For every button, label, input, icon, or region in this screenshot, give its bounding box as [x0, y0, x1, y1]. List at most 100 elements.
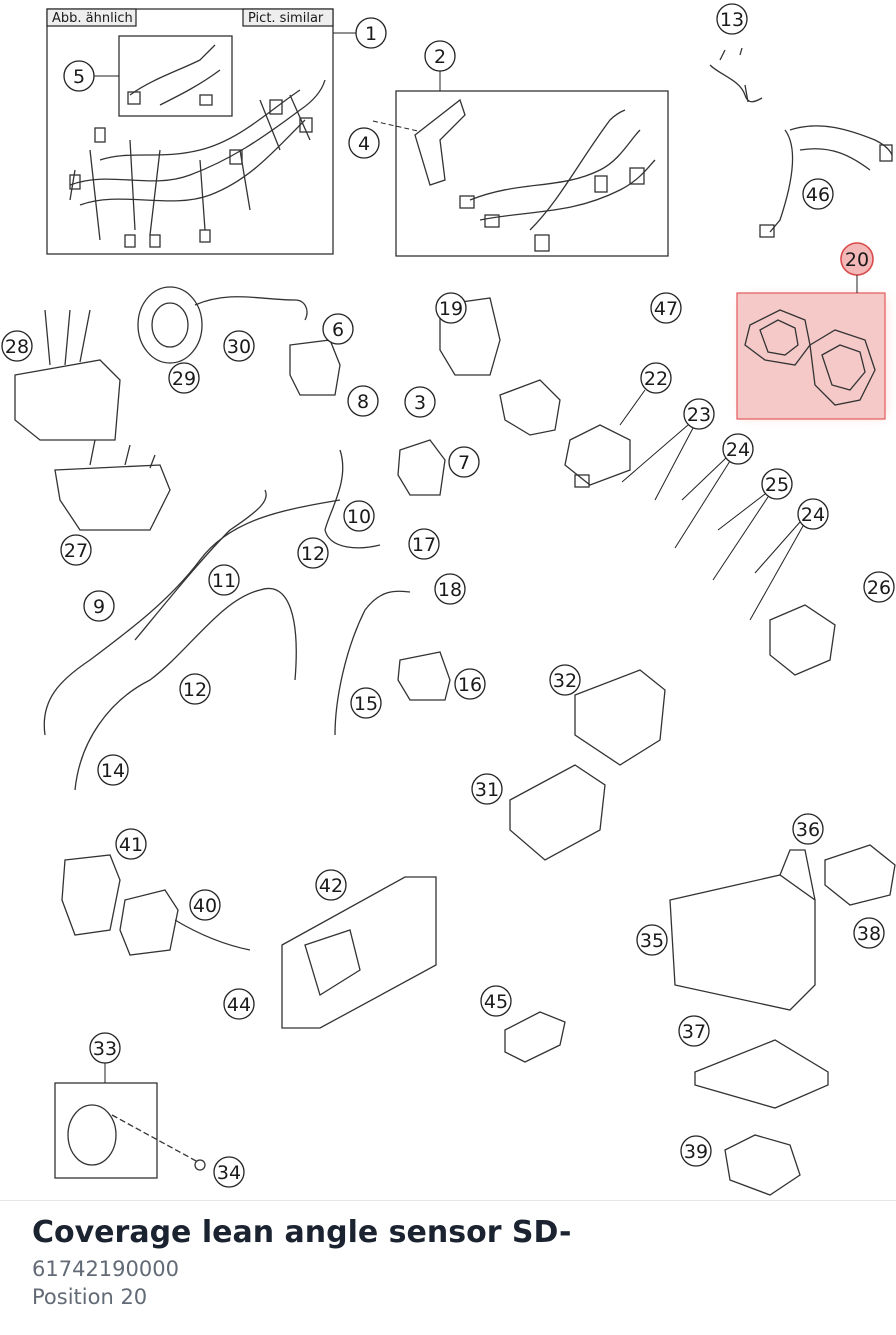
callout-23: 23: [621, 398, 715, 501]
exploded-parts-diagram: Abb. ähnlich Pict. similar: [1, 3, 896, 1196]
svg-text:2: 2: [434, 46, 446, 68]
svg-text:32: 32: [553, 670, 577, 692]
part-20-covers: [744, 309, 876, 406]
callout-30: 30: [223, 330, 255, 362]
callout-33: 33: [89, 1032, 121, 1083]
svg-text:18: 18: [438, 579, 462, 601]
callout-31: 31: [471, 773, 503, 805]
callout-44: 44: [223, 988, 255, 1020]
svg-text:15: 15: [354, 693, 378, 715]
svg-text:29: 29: [172, 368, 196, 390]
svg-text:27: 27: [64, 540, 88, 562]
svg-text:39: 39: [684, 1141, 708, 1163]
callout-29: 29: [168, 362, 200, 394]
label-picture-similar-de: Abb. ähnlich: [52, 11, 133, 26]
svg-text:9: 9: [93, 596, 105, 618]
svg-text:7: 7: [458, 452, 470, 474]
svg-text:26: 26: [867, 577, 891, 599]
svg-text:5: 5: [73, 66, 85, 88]
callout-28: 28: [1, 330, 33, 362]
svg-text:4: 4: [358, 133, 370, 155]
part-info-panel: Coverage lean angle sensor SD- 617421900…: [0, 1200, 896, 1335]
svg-text:17: 17: [412, 534, 436, 556]
callout-19: 19: [435, 292, 467, 324]
svg-text:19: 19: [439, 298, 463, 320]
svg-text:35: 35: [640, 930, 664, 952]
callout-12: 12: [297, 537, 329, 569]
svg-text:45: 45: [484, 991, 508, 1013]
callout-24-right: 24: [749, 498, 829, 621]
svg-text:24: 24: [726, 439, 750, 461]
callout-17: 17: [408, 528, 440, 560]
part-title: Coverage lean angle sensor SD-: [32, 1215, 572, 1250]
callout-9: 9: [83, 590, 115, 622]
harness-frame-1: [46, 8, 334, 255]
svg-text:8: 8: [357, 391, 369, 413]
sub-harness-drawing: [414, 98, 656, 252]
main-harness-drawing: [69, 44, 326, 248]
svg-text:24: 24: [801, 504, 825, 526]
callout-12-lower: 12: [179, 673, 211, 705]
svg-text:25: 25: [765, 474, 789, 496]
callout-22: 22: [619, 362, 672, 426]
svg-text:3: 3: [414, 392, 426, 414]
misc-parts-drawing: [14, 286, 896, 1196]
callout-32: 32: [549, 664, 581, 696]
callouts: 1 2 3 4 5 6 7 8 9 10 11 12 12 13 14 15 1…: [1, 3, 895, 1188]
callout-45: 45: [480, 985, 512, 1017]
svg-text:14: 14: [101, 760, 125, 782]
svg-text:31: 31: [475, 779, 499, 801]
svg-text:12: 12: [183, 679, 207, 701]
svg-text:36: 36: [796, 819, 820, 841]
callout-5: 5: [63, 60, 119, 92]
callout-41: 41: [115, 828, 147, 860]
callout-10: 10: [343, 500, 375, 532]
svg-text:47: 47: [654, 298, 678, 320]
svg-text:44: 44: [227, 994, 251, 1016]
svg-text:10: 10: [347, 506, 371, 528]
callout-36: 36: [792, 813, 824, 845]
callout-11: 11: [208, 564, 240, 596]
svg-text:34: 34: [217, 1162, 241, 1184]
svg-text:13: 13: [720, 9, 744, 31]
callout-13: 13: [716, 3, 748, 35]
svg-text:6: 6: [332, 319, 344, 341]
svg-text:11: 11: [212, 570, 236, 592]
svg-text:40: 40: [193, 895, 217, 917]
callout-1: 1: [333, 17, 387, 49]
svg-text:12: 12: [301, 543, 325, 565]
svg-text:23: 23: [687, 404, 711, 426]
svg-text:41: 41: [119, 834, 143, 856]
callout-3: 3: [404, 386, 436, 418]
callout-4: 4: [348, 127, 380, 159]
harness-46-drawing: [709, 47, 893, 238]
callout-8: 8: [347, 385, 379, 417]
svg-text:46: 46: [806, 184, 830, 206]
svg-text:1: 1: [365, 23, 377, 45]
callout-34: 34: [213, 1156, 245, 1188]
callout-27: 27: [60, 534, 92, 566]
callout-47: 47: [650, 292, 682, 324]
callout-39: 39: [680, 1135, 712, 1167]
svg-text:33: 33: [93, 1038, 117, 1060]
part-number: 61742190000: [32, 1257, 179, 1281]
svg-text:22: 22: [644, 368, 668, 390]
callout-37: 37: [678, 1015, 710, 1047]
part-position: Position 20: [32, 1285, 148, 1309]
callout-6: 6: [322, 313, 354, 345]
label-picture-similar-en: Pict. similar: [248, 11, 324, 26]
callout-16: 16: [454, 668, 486, 700]
callout-15: 15: [350, 687, 382, 719]
harness-frame-2: [395, 90, 669, 257]
callout-42: 42: [315, 869, 347, 901]
svg-text:28: 28: [5, 336, 29, 358]
callout-40: 40: [189, 889, 221, 921]
callout-25: 25: [712, 468, 793, 581]
svg-text:30: 30: [227, 336, 251, 358]
callout-35: 35: [636, 924, 668, 956]
svg-text:37: 37: [682, 1021, 706, 1043]
svg-text:42: 42: [319, 875, 343, 897]
callout-18: 18: [434, 573, 466, 605]
callout-14: 14: [97, 754, 129, 786]
callout-38: 38: [853, 917, 885, 949]
